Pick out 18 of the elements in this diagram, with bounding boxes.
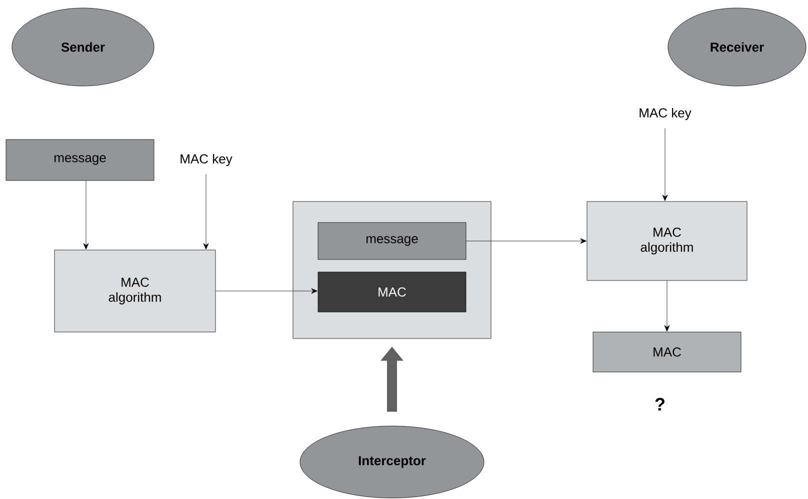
arrow — [203, 174, 209, 250]
ellipse-node: Interceptor — [300, 426, 484, 498]
process-box: MAC algorithm — [586, 201, 748, 281]
question-mark: ? — [655, 398, 664, 410]
message-box: message — [318, 222, 466, 260]
key-label: MAC key — [640, 108, 692, 120]
mac-box: MAC — [318, 272, 466, 312]
process-box: MAC algorithm — [54, 250, 216, 332]
arrow — [466, 238, 586, 244]
ellipse-node: Receiver — [668, 8, 806, 86]
key-label: MAC key — [180, 154, 232, 166]
arrow — [664, 280, 670, 332]
message-box: message — [6, 139, 154, 181]
mac-box: MAC — [592, 332, 742, 372]
arrow — [83, 180, 89, 250]
arrow — [216, 288, 318, 294]
arrow — [662, 128, 668, 201]
ellipse-node: Sender — [12, 8, 154, 86]
